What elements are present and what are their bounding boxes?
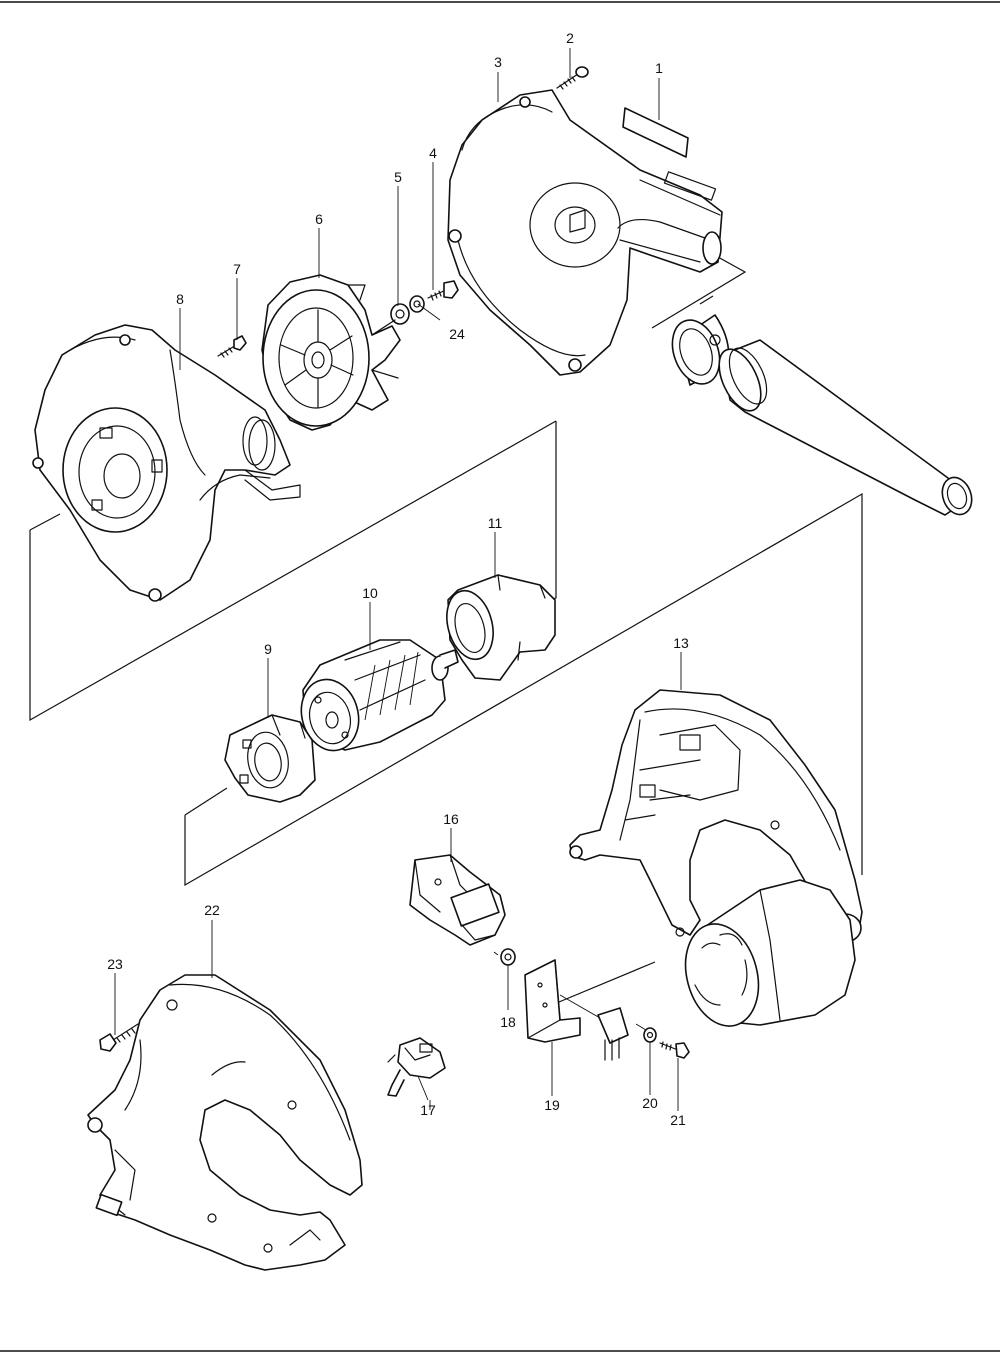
part-spring-washer-24: [409, 295, 425, 313]
callout-16: 16: [443, 811, 459, 827]
part-label: [622, 107, 689, 158]
part-bracket-19: [524, 959, 581, 1043]
part-fan-housing-cover: [447, 89, 723, 376]
part-fan-housing: [32, 324, 301, 602]
part-fan: [261, 274, 401, 431]
part-screw-2: [556, 66, 589, 90]
callout-2: 2: [566, 30, 574, 46]
callout-23: 23: [107, 956, 123, 972]
part-motor-sleeve: [446, 574, 556, 681]
callout-19: 19: [544, 1097, 560, 1113]
part-screw-7: [217, 335, 247, 358]
part-washer-5: [390, 303, 410, 325]
callout-3: 3: [494, 54, 502, 70]
part-motor-bracket: [224, 714, 316, 803]
part-bolt-4: [427, 280, 459, 301]
callout-20: 20: [642, 1095, 658, 1111]
part-terminal: [387, 1037, 446, 1097]
callout-1: 1: [655, 60, 663, 76]
part-nut-18: [500, 948, 516, 966]
part-rectifier: [559, 994, 629, 1061]
callout-22: 22: [204, 902, 220, 918]
callout-6: 6: [315, 211, 323, 227]
callout-24: 24: [449, 326, 465, 342]
callout-4: 4: [429, 145, 437, 161]
callout-11: 11: [488, 515, 503, 531]
callout-13: 13: [673, 635, 689, 651]
callout-21: 21: [670, 1112, 686, 1128]
leader-lines: [114, 48, 682, 1111]
callout-5: 5: [394, 169, 402, 185]
part-switch: [409, 854, 506, 946]
part-screw-23: [99, 1023, 139, 1052]
callout-9: 9: [264, 641, 272, 657]
part-nozzle: [718, 339, 973, 516]
part-nozzle-ring: [671, 314, 730, 386]
part-motor: [300, 639, 459, 752]
callout-10: 10: [362, 585, 378, 601]
callout-8: 8: [176, 291, 184, 307]
callout-18: 18: [500, 1014, 516, 1030]
part-motor-cover: [684, 879, 856, 1027]
callout-17: 17: [420, 1102, 436, 1118]
callouts: 1 2 3 4 5 6 7 8 9 10 11 13 16 17 18 19 2…: [107, 30, 689, 1128]
part-screw-21: [659, 1041, 690, 1059]
part-housing-half-22: [87, 974, 363, 1271]
callout-7: 7: [233, 261, 241, 277]
